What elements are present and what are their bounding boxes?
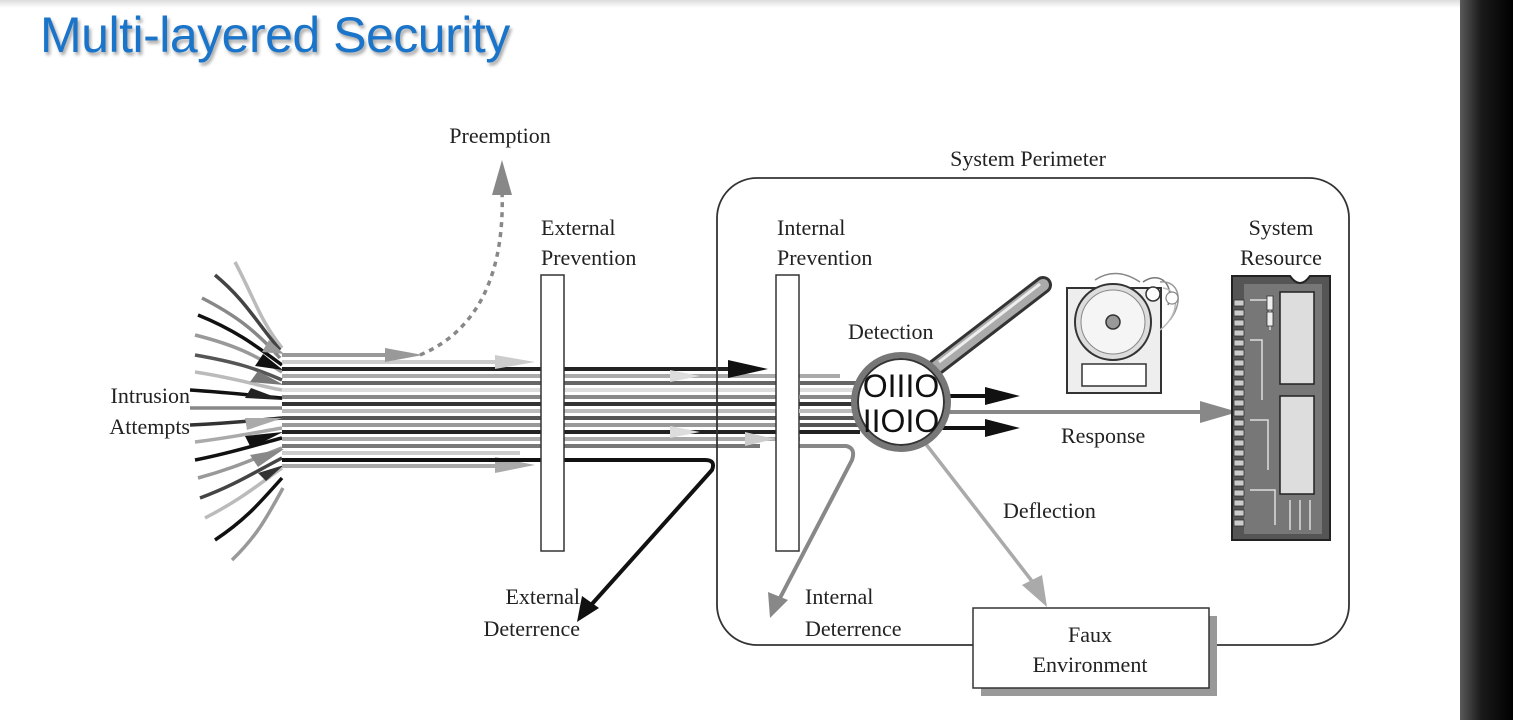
label-external-deterrence-1: External: [505, 584, 580, 609]
window-edge: [1460, 0, 1513, 720]
internal-deterrence-arrow: [778, 444, 856, 599]
label-intrusion-1: Intrusion: [111, 383, 190, 408]
deflection-arrow: [913, 428, 1037, 587]
label-response: Response: [1061, 423, 1145, 448]
label-intrusion-2: Attempts: [109, 414, 190, 439]
label-deflection: Deflection: [1003, 498, 1096, 523]
external-deterrence-arrow: [282, 458, 716, 606]
label-faux-environment-2: Environment: [1033, 652, 1148, 677]
preemption-arrowhead: [492, 160, 512, 195]
faux-environment-box: [972, 607, 1210, 689]
alarm-bell-icon: [1066, 272, 1179, 394]
label-external-deterrence-2: Deterrence: [484, 616, 580, 641]
label-internal-prevention-1: Internal: [777, 215, 845, 240]
label-detection: Detection: [848, 319, 934, 344]
binary-row-2: IIOIO: [863, 403, 939, 439]
slide-title: Multi-layered Security: [40, 7, 510, 63]
attack-lines: [282, 353, 860, 468]
intrusion-fan: [189, 261, 285, 562]
binary-row-1: OIIIO: [863, 368, 939, 404]
label-internal-prevention-2: Prevention: [777, 245, 872, 270]
label-system-resource-2: Resource: [1240, 245, 1322, 270]
fan-arrowheads: [245, 340, 284, 481]
label-faux-environment-1: Faux: [1068, 622, 1112, 647]
label-system-perimeter: System Perimeter: [950, 146, 1106, 171]
label-system-resource-1: System: [1249, 215, 1314, 240]
security-layers-diagram: Intrusion Attempts Preemption External P…: [109, 123, 1350, 696]
label-external-prevention-2: Prevention: [541, 245, 636, 270]
external-prevention-barrier: [540, 274, 565, 552]
label-internal-deterrence-2: Deterrence: [805, 616, 901, 641]
label-external-prevention-1: External: [541, 215, 616, 240]
circuit-board-icon: [1231, 275, 1331, 541]
internal-prevention-barrier: [775, 274, 800, 552]
label-internal-deterrence-1: Internal: [805, 584, 873, 609]
magnifier-icon: [851, 276, 1052, 452]
preemption-arrow: [419, 189, 504, 357]
inner-lines: [799, 381, 858, 427]
label-preemption: Preemption: [449, 123, 550, 148]
slide: Multi-layered Security: [0, 0, 1460, 720]
